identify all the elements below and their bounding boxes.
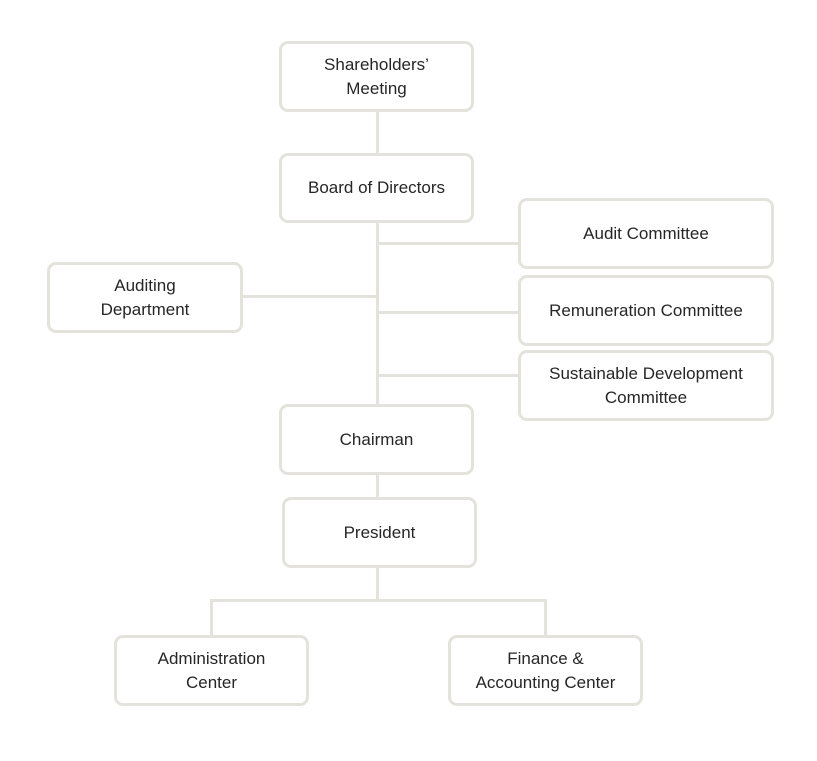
connector-president-down: [376, 566, 379, 600]
connector-audit-committee: [376, 242, 520, 245]
connector-auditing-department: [241, 295, 379, 298]
node-chairman: Chairman: [279, 404, 474, 475]
node-sustainable-development-committee: Sustainable Development Committee: [518, 350, 774, 421]
connector-administration-center: [210, 599, 213, 637]
connector-remuneration-committee: [376, 311, 520, 314]
connector-shareholders-board: [376, 110, 379, 155]
node-finance-accounting-center: Finance & Accounting Center: [448, 635, 643, 706]
node-president: President: [282, 497, 477, 568]
node-audit-committee: Audit Committee: [518, 198, 774, 269]
connector-sustainable-committee: [376, 374, 520, 377]
node-administration-center: Administration Center: [114, 635, 309, 706]
connector-finance-center: [544, 599, 547, 637]
connector-chairman-president: [376, 473, 379, 499]
node-shareholders-meeting: Shareholders’ Meeting: [279, 41, 474, 112]
node-remuneration-committee: Remuneration Committee: [518, 275, 774, 346]
node-board-of-directors: Board of Directors: [279, 153, 474, 223]
connector-centers-horizontal: [210, 599, 547, 602]
node-auditing-department: Auditing Department: [47, 262, 243, 333]
